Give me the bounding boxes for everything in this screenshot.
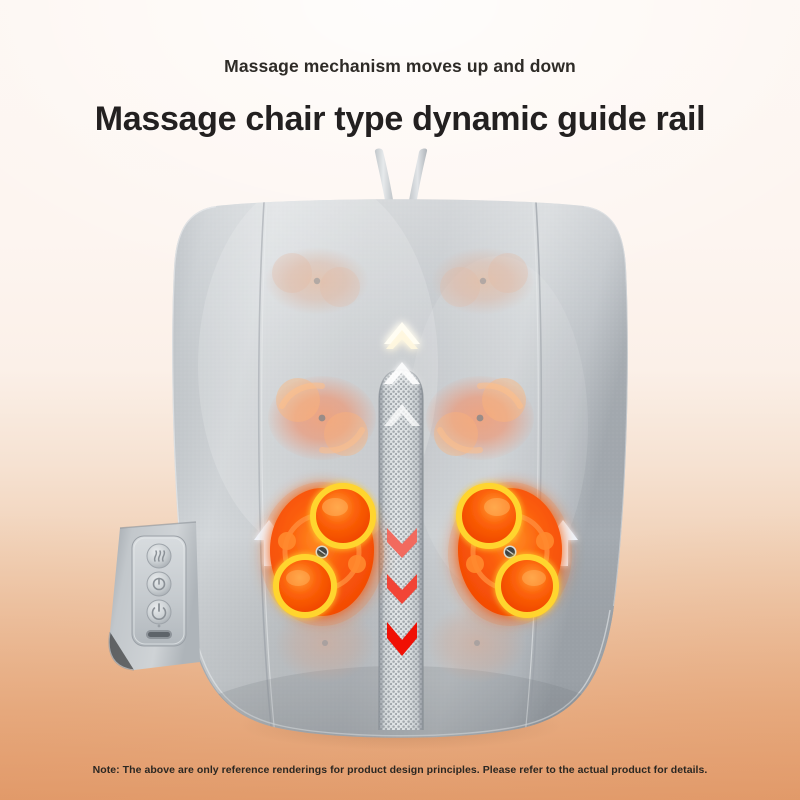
header: Massage mechanism moves up and down Mass… <box>0 0 800 139</box>
footer-disclaimer: Note: The above are only reference rende… <box>92 764 708 776</box>
page-title: Massage chair type dynamic guide rail <box>94 100 706 138</box>
active-roller-left <box>252 470 392 635</box>
mode-button-glyph <box>146 571 172 597</box>
power-button-glyph <box>146 599 172 625</box>
subtitle: Massage mechanism moves up and down <box>224 56 576 76</box>
heat-button-glyph <box>146 543 172 569</box>
chevrons-down <box>387 528 417 660</box>
control-panel <box>104 521 208 671</box>
active-roller-right <box>440 470 580 635</box>
chevrons-up <box>384 322 420 452</box>
